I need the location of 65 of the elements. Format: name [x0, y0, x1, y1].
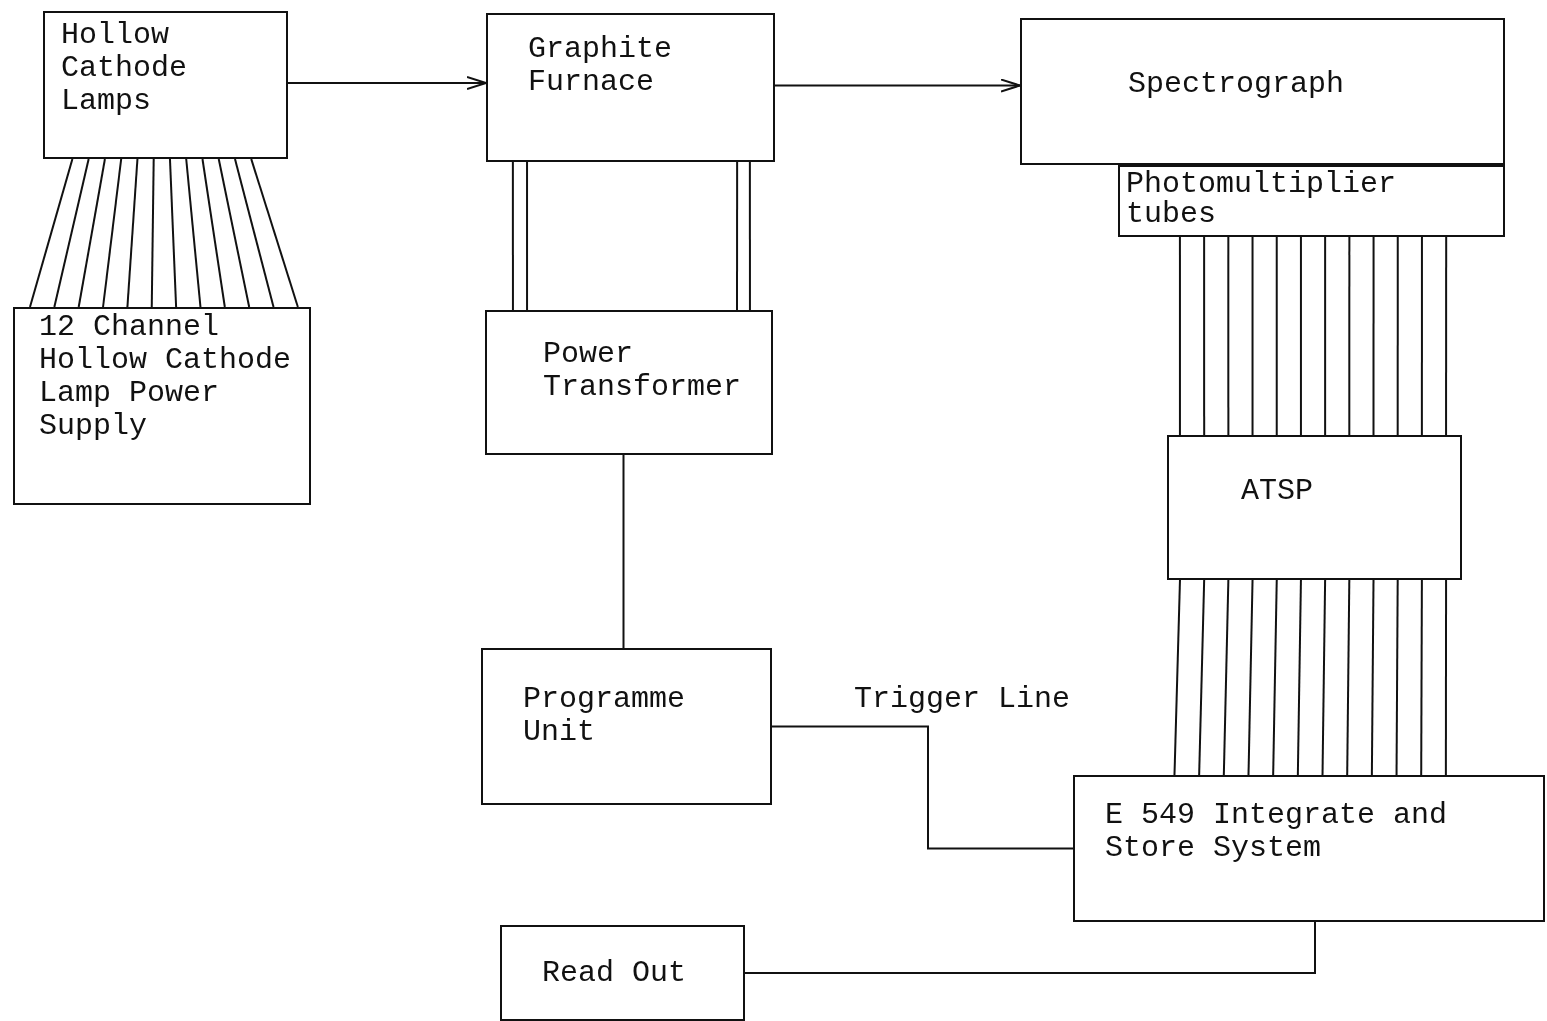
connector-line	[1296, 579, 1302, 776]
block-label: Programme Unit	[523, 683, 687, 749]
connector-line	[126, 158, 139, 308]
connector-line	[29, 158, 74, 308]
connector-line	[53, 158, 90, 308]
connector-line	[102, 158, 123, 308]
block-label: E 549 Integrate and Store System	[1105, 799, 1449, 865]
connector-line	[1272, 579, 1278, 776]
connector-line	[77, 158, 106, 308]
block-box	[1020, 18, 1505, 165]
connector-line	[1372, 236, 1375, 436]
block-label: ATSP	[1241, 475, 1313, 508]
block-label: Hollow Cathode Lamps	[61, 19, 189, 118]
block-box	[1118, 165, 1505, 237]
block-label: Graphite Furnace	[528, 33, 674, 99]
connector-line	[748, 161, 751, 311]
connector-line	[150, 158, 155, 308]
block-box	[13, 307, 311, 505]
connector-line	[1420, 236, 1423, 436]
connector-line	[1346, 579, 1351, 776]
connector-line	[1178, 236, 1181, 436]
connector-line	[185, 158, 202, 308]
connector-line	[1445, 236, 1448, 436]
connector-line	[1275, 236, 1278, 436]
block-box	[485, 310, 773, 455]
block-box	[486, 13, 775, 162]
connector-line	[1348, 236, 1351, 436]
block-label: Photomultiplier tubes	[1126, 169, 1398, 229]
connector-line	[1247, 579, 1254, 776]
connector-line	[1173, 579, 1181, 776]
connector-line	[744, 921, 1316, 974]
connector-line	[526, 161, 529, 311]
connector-line	[1395, 579, 1399, 776]
connector-line	[1321, 579, 1327, 776]
connector-line	[1444, 579, 1448, 776]
connector-line	[1198, 579, 1206, 776]
connector-line	[201, 158, 226, 308]
connector-line	[1251, 236, 1254, 436]
connector-line	[1227, 236, 1230, 436]
connector-line	[1299, 236, 1302, 436]
block-box	[43, 11, 288, 159]
arrow	[287, 76, 487, 90]
connector-line	[622, 454, 625, 649]
connector-line	[1420, 579, 1423, 776]
connector-line	[1203, 236, 1206, 436]
connector-line	[511, 161, 514, 311]
connector-line	[1324, 236, 1327, 436]
arrow	[774, 78, 1021, 93]
block-box	[1073, 775, 1545, 922]
block-box	[481, 648, 772, 805]
block-box	[500, 925, 745, 1021]
block-label: 12 Channel Hollow Cathode Lamp Power Supply	[39, 311, 293, 443]
connector-line	[234, 158, 275, 308]
block-label: Read Out	[542, 957, 687, 990]
block-label: Power Transformer	[543, 338, 743, 404]
connector-line	[771, 725, 1074, 850]
connector-line	[736, 161, 739, 311]
connector-line	[168, 158, 178, 308]
block-box	[1167, 435, 1462, 580]
connector-line	[1222, 579, 1230, 776]
connector-line	[250, 158, 299, 308]
connector-line	[1370, 579, 1375, 776]
block-label: Spectrograph	[1128, 68, 1345, 101]
connector-line	[1396, 236, 1399, 436]
connector-line	[217, 158, 251, 308]
